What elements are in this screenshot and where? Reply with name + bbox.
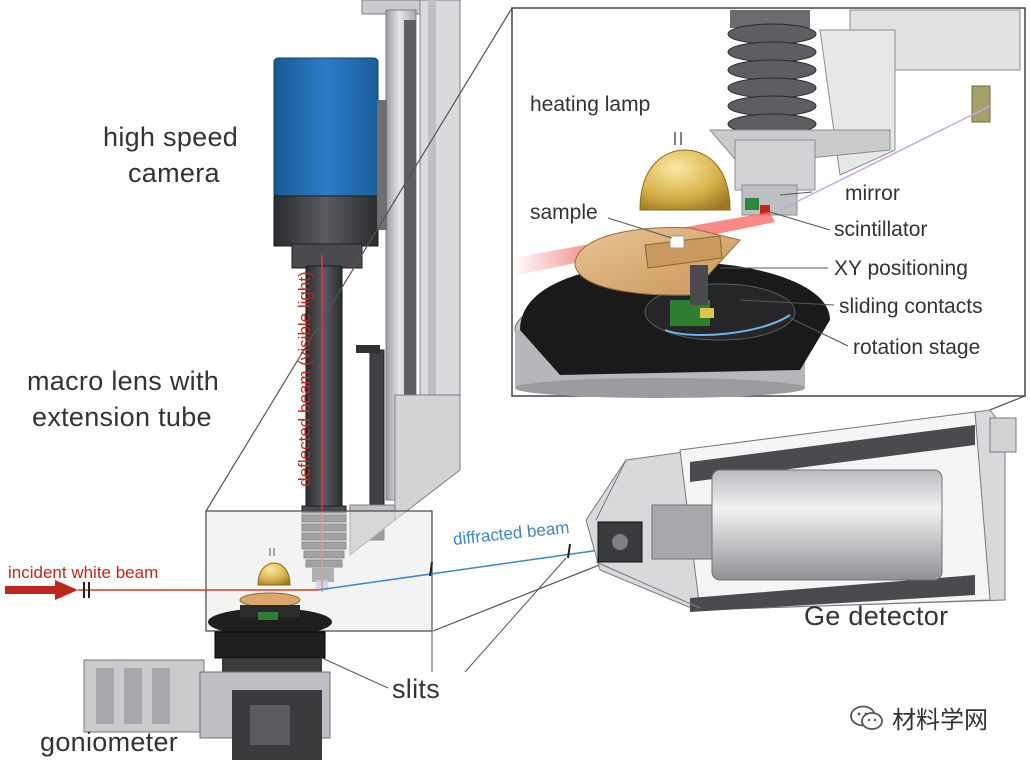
lens-label-line2: extension tube	[32, 402, 212, 432]
beams	[5, 543, 601, 600]
main-sample-stage	[208, 548, 332, 636]
inset-heating-lamp	[639, 132, 731, 211]
mirror-label: mirror	[845, 182, 900, 205]
watermark-text: 材料学网	[892, 706, 988, 734]
main-leader-lines	[321, 557, 567, 689]
incident-arrow	[5, 580, 78, 600]
vertical-rail	[349, 0, 461, 557]
ge-detector-label: Ge detector	[804, 601, 949, 631]
ge-detector-assembly	[585, 409, 1017, 612]
goniometer-label: goniometer	[40, 727, 179, 757]
slits-label: slits	[392, 674, 440, 704]
inset-leader-lines	[607, 191, 849, 347]
sample-label: sample	[530, 201, 598, 224]
goniometer-assembly	[83, 631, 331, 760]
wechat-icon	[850, 705, 883, 730]
incident-beam-label: incident white beam	[8, 563, 159, 582]
deflected-beam-label: deflected beam (visible light)	[295, 271, 314, 487]
inset-bellows	[708, 9, 1021, 216]
xy-positioning-label: XY positioning	[834, 257, 968, 280]
lens-label-line1: macro lens with	[27, 366, 220, 396]
camera-label-line2: camera	[128, 158, 220, 188]
high-speed-camera	[273, 57, 387, 269]
camera-label-line1: high speed	[103, 122, 239, 152]
sliding-contacts-label: sliding contacts	[839, 295, 983, 318]
watermark: 材料学网	[850, 700, 988, 735]
rotation-stage-label: rotation stage	[853, 336, 981, 359]
heating-lamp-label: heating lamp	[530, 93, 651, 116]
inset-stage	[514, 227, 830, 398]
inset-detail-box	[511, 7, 1026, 398]
scintillator-label: scintillator	[834, 218, 928, 241]
